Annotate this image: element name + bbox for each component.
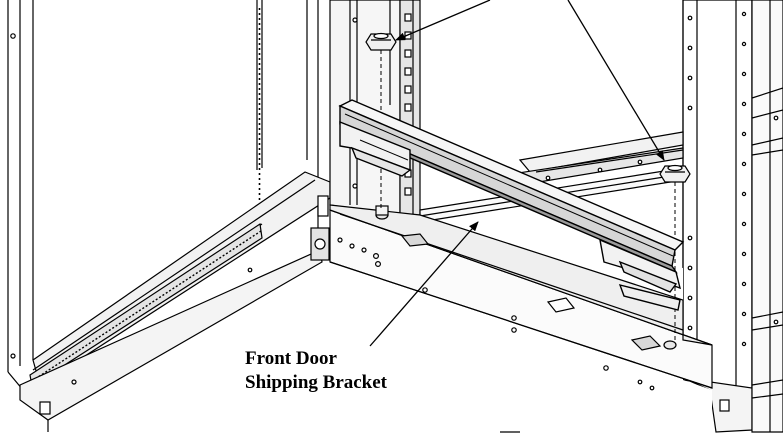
right-side-structure — [751, 0, 783, 433]
leader-arrow-nut-right — [567, 0, 665, 161]
hex-nut-left — [365, 32, 397, 51]
side-door-panel — [7, 0, 331, 432]
hex-nut-right — [659, 164, 691, 183]
leader-arrow-nut-left — [395, 0, 491, 41]
callout-line-2: Shipping Bracket — [245, 372, 388, 393]
right-rack-post — [682, 0, 753, 433]
shipping-bracket — [338, 99, 685, 311]
leader-arrow-bracket — [369, 221, 479, 347]
callout-line-1: Front Door — [245, 348, 337, 369]
leader-lines — [369, 0, 665, 347]
